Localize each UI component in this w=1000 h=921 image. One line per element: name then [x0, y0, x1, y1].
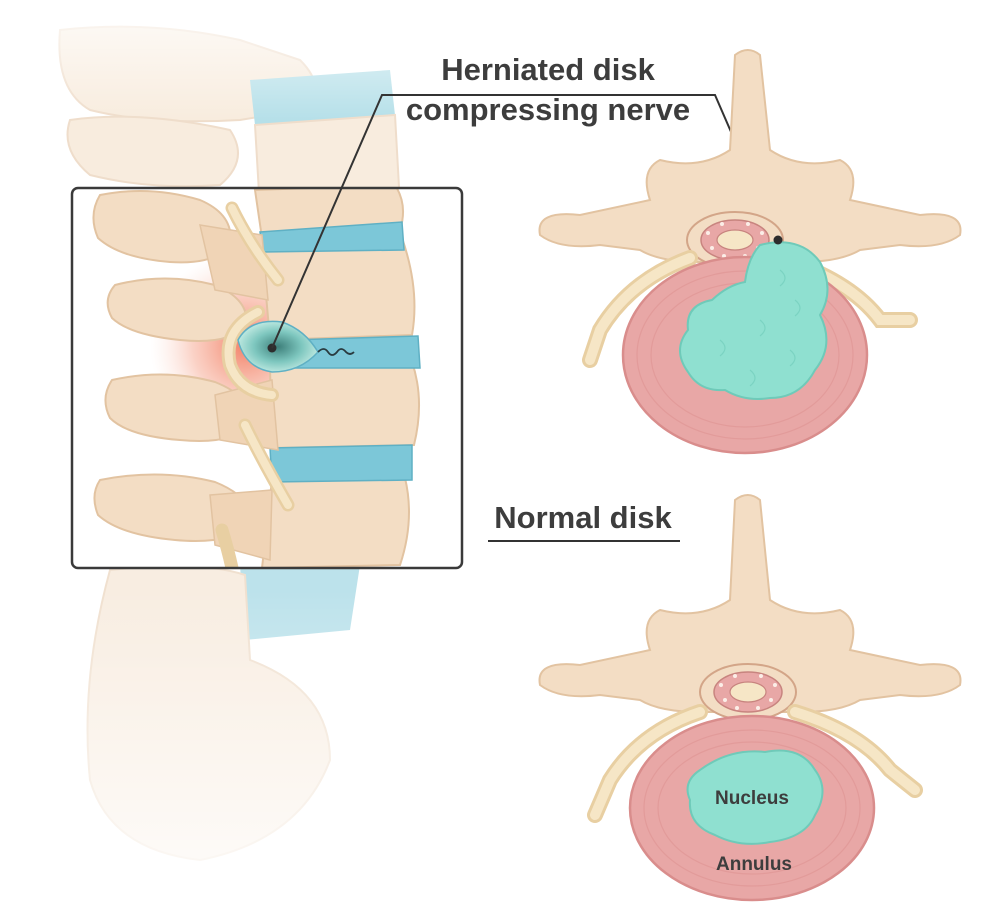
herniated-label-group: Herniated disk compressing nerve [271, 52, 779, 349]
lateral-spine-view [0, 0, 470, 921]
pointer-dot-axial [773, 235, 783, 245]
herniated-disk-axial-view [538, 49, 962, 455]
intervertebral-disk [269, 444, 413, 483]
nucleus-label: Nucleus [715, 788, 789, 809]
vertebral-arch [538, 494, 962, 713]
vertebral-body [268, 360, 420, 450]
annulus-label: Annulus [716, 854, 792, 875]
vertebral-arch [538, 49, 962, 263]
herniated-label-line2: compressing nerve [406, 92, 690, 127]
normal-disk-label: Normal disk [494, 500, 672, 535]
zoomed-lumbar-region [72, 188, 462, 568]
nucleus-normal [686, 749, 824, 845]
zoom-frame [70, 186, 464, 570]
vertebral-body [260, 476, 410, 568]
tear-line [317, 348, 355, 356]
nucleus-herniated [679, 241, 829, 400]
normal-disk-label-group: Normal disk [488, 500, 680, 542]
normal-disk-axial-view: Nucleus Annulus [538, 494, 962, 902]
herniated-label-line1: Herniated disk [441, 52, 655, 87]
